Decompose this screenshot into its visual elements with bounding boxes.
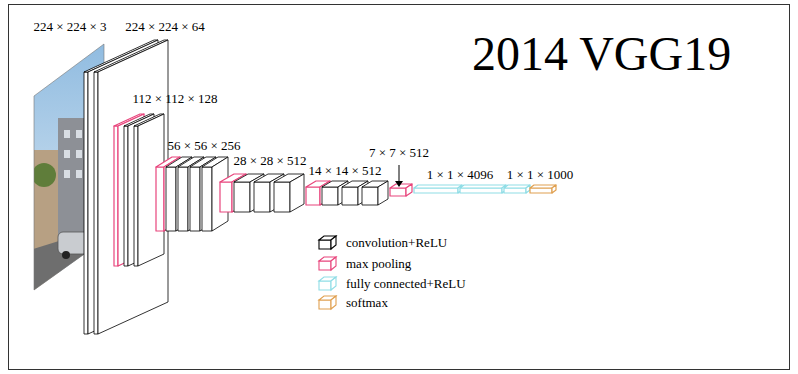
block-face bbox=[134, 126, 138, 266]
swatch-face bbox=[319, 240, 331, 249]
block-face bbox=[342, 187, 358, 205]
photo-window bbox=[64, 150, 70, 158]
legend-row: fully connected+ReLU bbox=[316, 276, 466, 292]
block-face bbox=[156, 167, 164, 231]
block-face bbox=[166, 167, 176, 231]
layer-block bbox=[274, 174, 304, 212]
block-face bbox=[254, 182, 270, 212]
photo-window bbox=[64, 130, 70, 138]
photo-wheel bbox=[62, 251, 70, 259]
block-face bbox=[460, 185, 506, 188]
block-face bbox=[220, 182, 232, 212]
block-face bbox=[178, 167, 188, 231]
block-face bbox=[94, 72, 98, 334]
dimension-label: 56 × 56 × 256 bbox=[167, 139, 240, 154]
frame-border bbox=[9, 5, 790, 370]
layer-block bbox=[94, 40, 168, 334]
block-face bbox=[290, 174, 304, 212]
block-face bbox=[190, 167, 200, 231]
block-face bbox=[274, 182, 290, 212]
block-face bbox=[390, 188, 406, 196]
block-face bbox=[460, 188, 502, 193]
photo-window bbox=[76, 170, 82, 178]
legend-swatch bbox=[316, 256, 340, 272]
layer-block bbox=[504, 185, 530, 193]
block-face bbox=[306, 187, 320, 205]
block-face bbox=[504, 188, 526, 193]
block-face bbox=[322, 187, 338, 205]
photo-window bbox=[64, 170, 70, 178]
swatch-face bbox=[331, 277, 336, 290]
photo-window bbox=[76, 150, 82, 158]
layer-block bbox=[362, 181, 388, 205]
layer-block bbox=[134, 114, 164, 266]
block-face bbox=[378, 181, 388, 205]
legend-row: softmax bbox=[316, 295, 388, 311]
block-face bbox=[362, 187, 378, 205]
legend-row: max pooling bbox=[316, 256, 411, 272]
legend-text: softmax bbox=[346, 295, 388, 311]
block-face bbox=[124, 126, 128, 266]
layer-block bbox=[460, 185, 506, 193]
swatch-face bbox=[331, 257, 336, 270]
block-face bbox=[234, 182, 250, 212]
legend-swatch bbox=[316, 235, 340, 251]
photo-tree bbox=[32, 163, 56, 187]
dimension-label: 1 × 1 × 4096 bbox=[427, 168, 494, 183]
legend-row: convolution+ReLU bbox=[316, 235, 447, 251]
block-face bbox=[552, 185, 556, 193]
dimension-label: 112 × 112 × 128 bbox=[132, 92, 217, 107]
pointer-line bbox=[399, 165, 400, 181]
swatch-face bbox=[319, 261, 331, 270]
legend-swatch bbox=[316, 276, 340, 292]
dimension-label: 28 × 28 × 512 bbox=[233, 154, 306, 169]
dimension-label: 7 × 7 × 512 bbox=[369, 146, 429, 161]
block-face bbox=[98, 40, 168, 334]
swatch-face bbox=[319, 281, 331, 290]
dimension-label: 14 × 14 × 512 bbox=[308, 164, 381, 179]
photo-window bbox=[76, 130, 82, 138]
block-face bbox=[414, 188, 458, 193]
layer-block bbox=[390, 184, 412, 196]
block-face bbox=[138, 114, 164, 266]
dimension-label: 1 × 1 × 1000 bbox=[507, 168, 574, 183]
layer-blocks bbox=[84, 40, 556, 334]
legend-text: max pooling bbox=[346, 256, 411, 272]
legend-swatch bbox=[316, 295, 340, 311]
block-face bbox=[84, 72, 88, 334]
block-face bbox=[202, 167, 212, 231]
block-face bbox=[530, 188, 552, 193]
dimension-label: 224 × 224 × 3 bbox=[33, 20, 106, 35]
legend-text: convolution+ReLU bbox=[346, 235, 447, 251]
layer-block bbox=[530, 185, 556, 193]
swatch-face bbox=[331, 236, 336, 249]
figure-title: 2014 VGG19 bbox=[472, 30, 731, 78]
legend-text: fully connected+ReLU bbox=[346, 276, 466, 292]
block-face bbox=[414, 185, 462, 188]
dimension-label: 224 × 224 × 64 bbox=[125, 20, 205, 35]
swatch-face bbox=[331, 296, 336, 309]
swatch-face bbox=[319, 300, 331, 309]
pointer-head bbox=[395, 181, 403, 187]
layer-block bbox=[414, 185, 462, 193]
block-face bbox=[406, 184, 412, 196]
